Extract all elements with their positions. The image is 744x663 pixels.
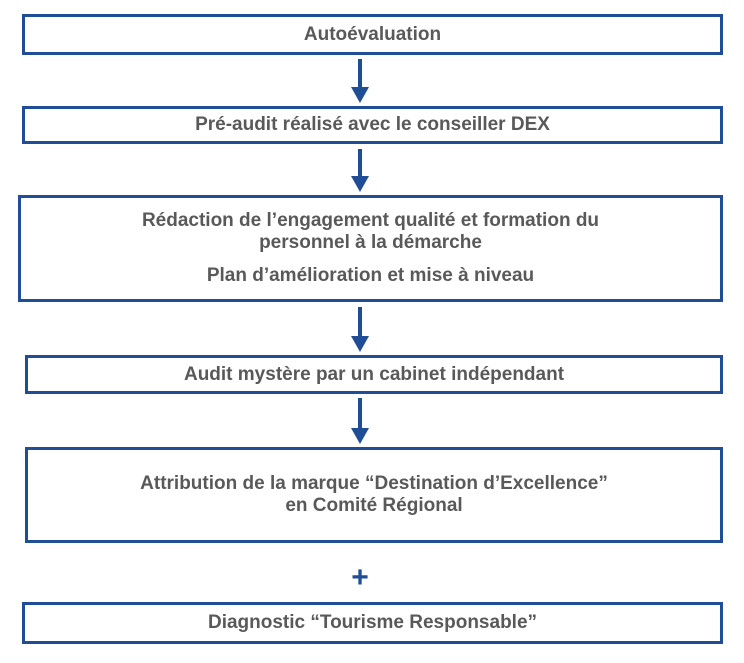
step-pre-audit: Pré-audit réalisé avec le conseiller DEX <box>22 106 723 144</box>
step-autoevaluation: Autoévaluation <box>22 14 723 55</box>
step-label: Pré-audit réalisé avec le conseiller DEX <box>195 114 550 135</box>
step-attribution-marque: Attribution de la marque “Destination d’… <box>25 447 723 543</box>
step-label-line-1: Attribution de la marque “Destination d’… <box>140 473 608 494</box>
down-arrow-icon <box>351 307 369 352</box>
step-diagnostic-tourisme: Diagnostic “Tourisme Responsable” <box>22 602 723 644</box>
step-label: Diagnostic “Tourisme Responsable” <box>207 612 538 633</box>
step-label-line-2: personnel à la démarche <box>259 232 482 253</box>
down-arrow-icon <box>351 149 369 192</box>
step-label: Autoévaluation <box>303 23 442 45</box>
step-label: Audit mystère par un cabinet indépendant <box>183 363 565 385</box>
step-label-line-2: en Comité Régional <box>285 495 463 516</box>
step-label-line-3: Plan d’amélioration et mise à niveau <box>206 265 535 286</box>
step-engagement-qualite: Rédaction de l’engagement qualité et for… <box>18 195 723 302</box>
plus-icon: + <box>351 561 369 594</box>
down-arrow-icon <box>351 398 369 444</box>
step-label-line-1: Rédaction de l’engagement qualité et for… <box>141 210 600 231</box>
down-arrow-icon <box>351 59 369 103</box>
step-audit-mystere: Audit mystère par un cabinet indépendant <box>25 355 723 394</box>
